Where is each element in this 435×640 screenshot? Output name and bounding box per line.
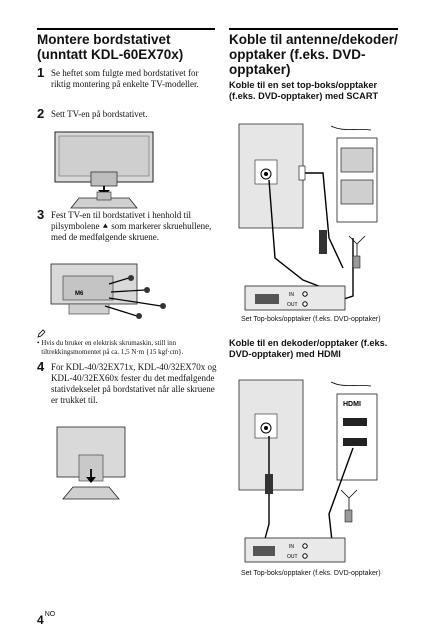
note-text: Hvis du bruker en elektrisk skrumaskin, … xyxy=(41,339,184,356)
figure-stand-cover xyxy=(55,425,127,507)
caption-hdmi: Set Top-boks/opptaker (f.eks. DVD-opptak… xyxy=(241,570,381,577)
step-number: 2 xyxy=(37,106,45,121)
title-line: Koble til antenne/dekoder/ xyxy=(229,32,398,47)
right-column-top-rule xyxy=(229,28,398,30)
step-text: Se heftet som fulgte med bordstativet fo… xyxy=(51,68,199,89)
page-number-digit: 4 xyxy=(37,613,44,627)
in-label: IN xyxy=(289,544,294,550)
note-pencil-icon xyxy=(37,329,46,338)
step-text: Fest TV-en til bordstativet i henhold ti… xyxy=(51,210,212,242)
left-column-top-rule xyxy=(37,28,215,30)
diagram-hdmi-connection: HDMI IN OUT xyxy=(233,374,383,566)
screw-icon xyxy=(144,287,150,293)
section-title-stand: Montere bordstativet (unntatt KDL-60EX70… xyxy=(37,32,217,62)
diagram-scart-connection: IN OUT xyxy=(233,118,383,314)
page-language: NO xyxy=(44,611,56,618)
step-number: 1 xyxy=(37,65,45,80)
subsection-title-hdmi: Koble til en dekoder/opptaker (f.eks. DV… xyxy=(229,338,387,360)
figure-screw-mounting: M6 xyxy=(49,262,179,324)
section-title-connect: Koble til antenne/dekoder/ opptaker (f.e… xyxy=(229,32,404,77)
out-label: OUT xyxy=(287,302,298,308)
subtitle-line: DVD-opptaker) med HDMI xyxy=(229,349,341,359)
step-text: For KDL-40/32EX71x, KDL-40/32EX70x og KD… xyxy=(51,362,217,405)
hdmi-logo: HDMI xyxy=(343,401,361,408)
page-number: 4NO xyxy=(37,611,55,629)
screw-icon xyxy=(128,275,134,281)
in-label: IN xyxy=(289,292,294,298)
bullet: • xyxy=(37,339,40,347)
right-column: Koble til antenne/dekoder/ opptaker (f.e… xyxy=(229,32,404,632)
title-line: (unntatt KDL-60EX70x) xyxy=(37,47,184,62)
step-text: Sett TV-en på bordstativet. xyxy=(51,109,148,119)
step-2: 2 Sett TV-en på bordstativet. xyxy=(37,106,217,121)
antenna-icon xyxy=(340,489,358,510)
left-column: Montere bordstativet (unntatt KDL-60EX70… xyxy=(37,32,217,632)
subtitle-line: Koble til en dekoder/opptaker (f.eks. xyxy=(229,338,388,348)
m6-label: M6 xyxy=(75,291,84,297)
screw-icon xyxy=(160,303,166,309)
subsection-title-scart: Koble til en set top-boks/opptaker (f.ek… xyxy=(229,80,378,102)
step-number: 3 xyxy=(37,207,45,222)
step-3: 3 Fest TV-en til bordstativet i henhold … xyxy=(37,207,217,243)
out-label: OUT xyxy=(287,554,298,560)
title-line: opptaker) xyxy=(229,62,291,77)
step-1: 1 Se heftet som fulgte med bordstativet … xyxy=(37,65,217,90)
subtitle-line: (f.eks. DVD-opptaker) med SCART xyxy=(229,91,379,101)
caption-scart: Set Top-boks/opptaker (f.eks. DVD-opptak… xyxy=(241,316,381,323)
antenna-icon xyxy=(348,235,366,256)
subtitle-line: Koble til en set top-boks/opptaker xyxy=(229,80,378,90)
figure-tv-on-stand xyxy=(49,128,159,216)
screw-icon xyxy=(136,313,142,319)
title-line: opptaker (f.eks. DVD- xyxy=(229,47,366,62)
note-item: • Hvis du bruker en elektrisk skrumaskin… xyxy=(37,339,215,357)
title-line: Montere bordstativet xyxy=(37,32,171,47)
step-4: 4 For KDL-40/32EX71x, KDL-40/32EX70x og … xyxy=(37,359,217,406)
step-number: 4 xyxy=(37,359,45,374)
